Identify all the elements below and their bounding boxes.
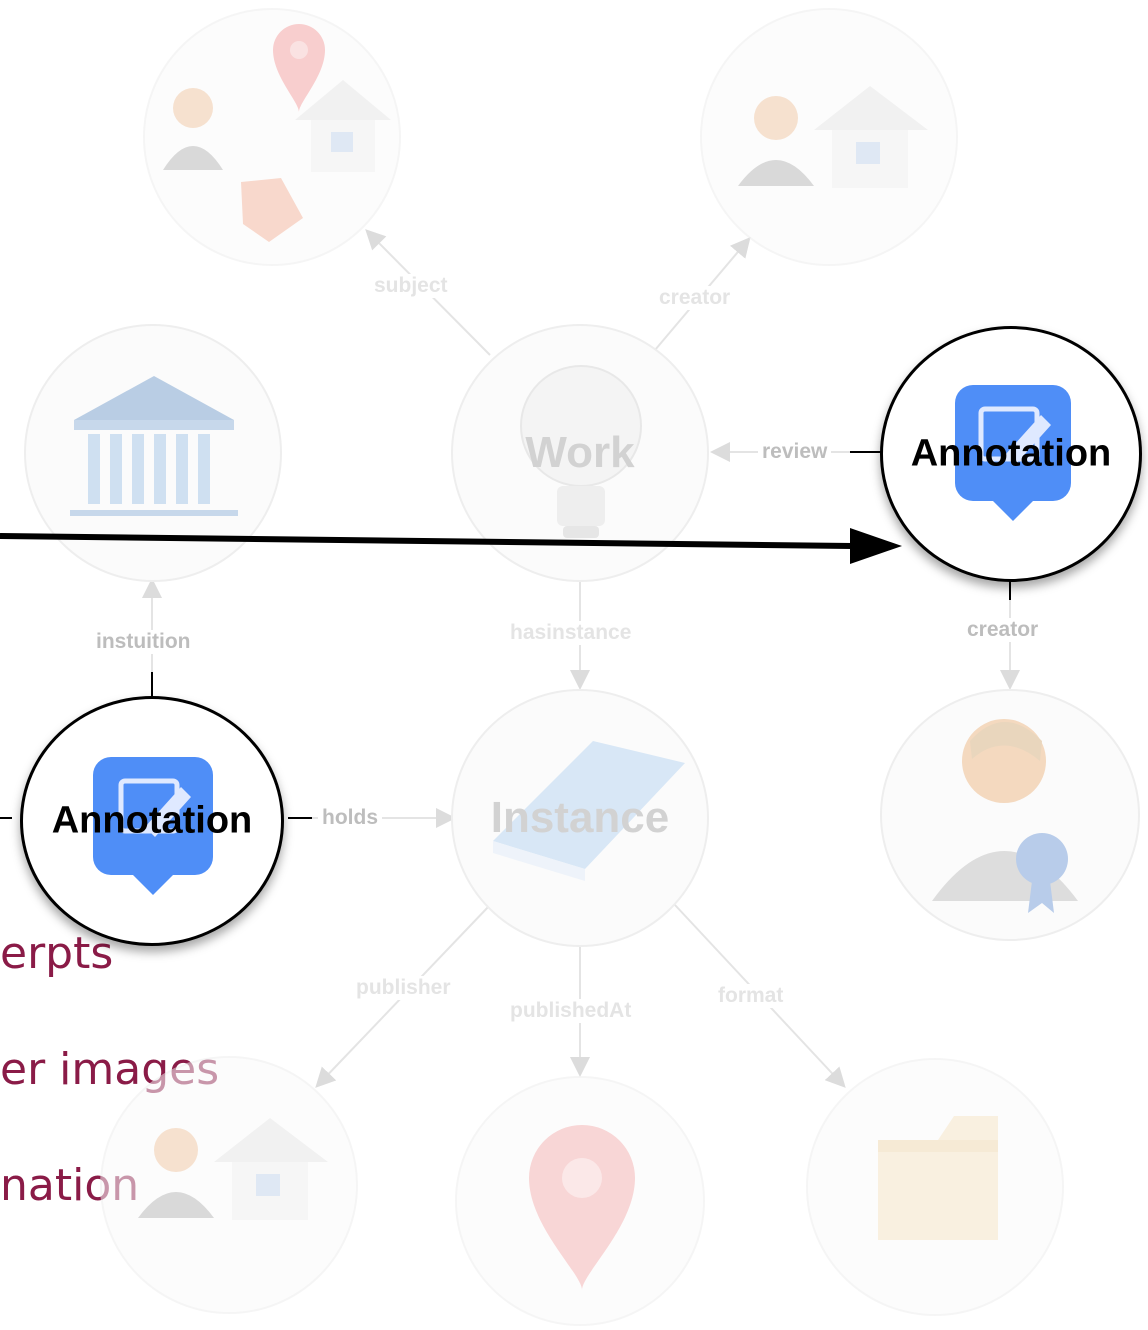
book-icon — [493, 741, 685, 881]
node-label-annotation-left: Annotation — [51, 799, 253, 842]
annotation-edit-icon — [93, 757, 213, 895]
node-creator-entities — [700, 8, 958, 266]
institution-icon — [70, 376, 238, 516]
edge-label-subject: subject — [370, 274, 452, 298]
edge-label-instuition: instuition — [92, 630, 195, 654]
edge-label-creator-top: creator — [655, 286, 735, 310]
people-pin-tag-icon — [163, 24, 391, 242]
person-award-icon — [932, 719, 1078, 913]
node-label-annotation-right: Annotation — [910, 432, 1112, 475]
edge-label-review: review — [758, 440, 832, 464]
location-pin-icon — [529, 1125, 635, 1290]
node-creator-person — [880, 689, 1140, 941]
node-label-instance: Instance — [490, 793, 670, 842]
node-format — [806, 1058, 1064, 1316]
package-icon — [878, 1116, 998, 1240]
people-house-icon — [138, 1118, 328, 1220]
node-place — [455, 1076, 705, 1326]
lightbulb-icon — [520, 365, 642, 538]
edge-label-publisher: publisher — [352, 976, 455, 1000]
slide-text-line-1: erpts — [0, 928, 114, 979]
edge-label-publishedAt: publishedAt — [506, 999, 636, 1023]
node-label-work: Work — [525, 428, 635, 477]
node-annotation-left[interactable]: Annotation — [20, 696, 284, 946]
node-subject-entities — [143, 8, 401, 266]
edge-label-hasinstance: hasinstance — [506, 621, 636, 645]
node-publisher-entities — [100, 1056, 358, 1314]
people-house-icon — [738, 86, 928, 188]
edge-label-format: format — [714, 984, 788, 1008]
annotation-edit-icon — [955, 385, 1071, 521]
node-annotation-right[interactable]: Annotation — [880, 326, 1142, 582]
edge-label-holds: holds — [318, 806, 382, 830]
node-instance: Instance — [451, 689, 709, 947]
edge-label-creator-right: creator — [963, 618, 1043, 642]
